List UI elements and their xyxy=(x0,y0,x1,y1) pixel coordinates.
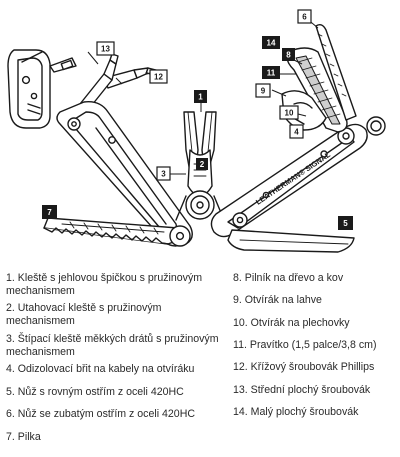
callout-8: 8 xyxy=(282,48,295,61)
callout-6: 6 xyxy=(297,9,312,24)
callout-3: 3 xyxy=(156,166,171,181)
svg-text:6: 6 xyxy=(302,13,307,22)
svg-text:11: 11 xyxy=(267,69,276,78)
svg-text:5: 5 xyxy=(343,219,348,228)
callout-9: 9 xyxy=(255,83,271,98)
legend-item: 5. Nůž s rovným ostřím z oceli 420HC xyxy=(6,386,184,398)
svg-text:4: 4 xyxy=(294,128,299,137)
legend-item: 2. Utahovací kleště s pružinovým mechani… xyxy=(6,302,162,327)
svg-text:9: 9 xyxy=(261,87,266,96)
left-handle xyxy=(56,101,193,247)
saw-blade xyxy=(43,217,185,245)
medium-flat-screwdriver xyxy=(79,53,119,111)
handle-engraving: LEATHERMAN® SIGNAL xyxy=(254,150,332,207)
callout-4: 4 xyxy=(289,124,304,139)
callout-7: 7 xyxy=(42,205,57,219)
callout-2: 2 xyxy=(196,158,208,170)
svg-text:8: 8 xyxy=(286,51,291,60)
callout-14: 14 xyxy=(262,36,280,49)
legend-item: 12. Křížový šroubovák Phillips xyxy=(233,361,375,373)
serrated-blade-top xyxy=(315,23,357,121)
callout-11: 11 xyxy=(262,66,280,79)
straight-knife-blade xyxy=(169,225,355,253)
legend-item: 9. Otvírák na lahve xyxy=(233,294,322,306)
legend-item: 6. Nůž se zubatým ostřím z oceli 420HC xyxy=(6,408,195,420)
svg-text:1: 1 xyxy=(198,93,203,102)
legend-item: 8. Pilník na dřevo a kov xyxy=(233,272,344,284)
callout-5: 5 xyxy=(338,216,353,230)
svg-text:2: 2 xyxy=(200,160,205,169)
callout-12: 12 xyxy=(149,69,168,84)
callout-10: 10 xyxy=(279,105,299,120)
legend-item: 14. Malý plochý šroubovák xyxy=(233,406,359,418)
legend-item: 1. Kleště s jehlovou špičkou s pružinový… xyxy=(6,272,203,297)
legend-item: 10. Otvírák na plechovky xyxy=(233,317,350,329)
callout-13: 13 xyxy=(96,41,115,56)
svg-text:14: 14 xyxy=(267,39,276,48)
right-handle xyxy=(210,123,368,238)
svg-text:3: 3 xyxy=(161,170,166,179)
svg-text:7: 7 xyxy=(47,208,52,217)
callout-1: 1 xyxy=(194,90,207,103)
legend-item: 7. Pilka xyxy=(6,431,41,443)
svg-text:10: 10 xyxy=(285,109,294,118)
carabiner-bit-tool xyxy=(7,49,77,129)
multitool-diagram: LEATHERMAN® SIGNAL 1 2 3 4 xyxy=(7,9,386,253)
svg-text:13: 13 xyxy=(101,45,110,54)
svg-text:12: 12 xyxy=(154,73,163,82)
legend-item: 4. Odizolovací břit na kabely na otvírák… xyxy=(6,363,195,375)
legend-item: 11. Pravítko (1,5 palce/3,8 cm) xyxy=(233,339,377,351)
legend-item: 3. Štípací kleště měkkých drátů s pružin… xyxy=(6,333,219,358)
needlenose-pliers xyxy=(175,111,225,221)
legend-item: 13. Střední plochý šroubovák xyxy=(233,384,371,396)
file-and-serrated-blade xyxy=(286,47,348,133)
lanyard-ring xyxy=(366,116,386,136)
